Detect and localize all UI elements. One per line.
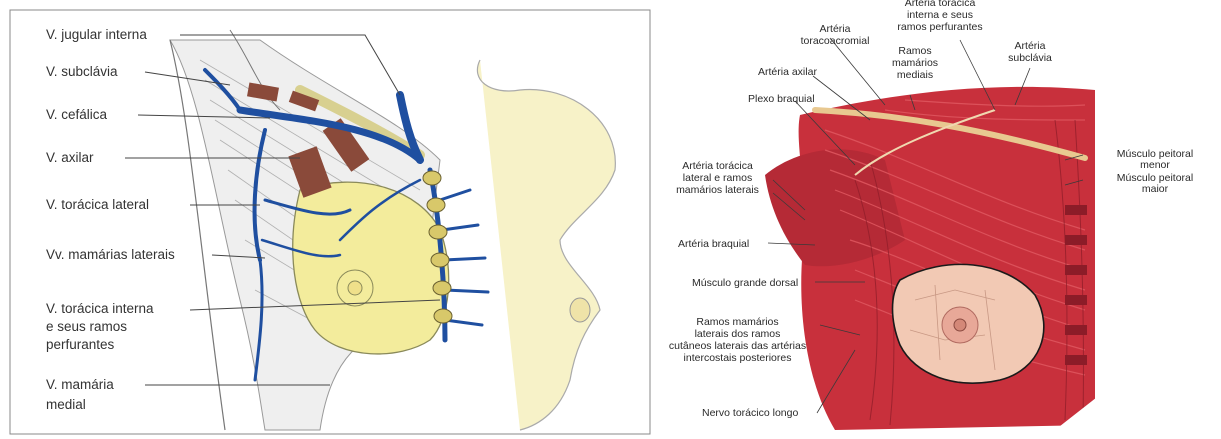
label-a-toracica-interna-1: Artéria torácica [880, 0, 1000, 9]
label-ramos-laterais-3: cutâneos laterais das artérias [655, 340, 820, 352]
label-mamarias-laterais: Vv. mamárias laterais [46, 246, 175, 264]
contralateral-nipple [570, 298, 590, 322]
label-ramos-laterais-1: Ramos mamários [655, 316, 820, 328]
label-ramos-laterais-2: laterais dos ramos [655, 328, 820, 340]
label-ramos-laterais-4: intercostais posteriores [655, 352, 820, 364]
label-cefalica: V. cefálica [46, 106, 107, 124]
nipple-right [954, 319, 966, 331]
label-a-toracica-lateral-1: Artéria torácica [655, 160, 780, 172]
label-grande-dorsal: Músculo grande dorsal [692, 277, 798, 289]
label-subclavia: V. subclávia [46, 63, 118, 81]
label-a-subclavia-1: Artéria [995, 40, 1065, 52]
label-axilar: V. axilar [46, 149, 94, 167]
label-nervo-toracico-longo: Nervo torácico longo [702, 407, 798, 419]
label-jugular-interna: V. jugular interna [46, 26, 147, 44]
label-toracica-interna-2: e seus ramos [46, 318, 127, 336]
label-toracoacromial-2: toracoacromial [785, 35, 885, 47]
label-peitoral-menor-2: menor [1095, 159, 1215, 171]
arm-region [765, 149, 905, 266]
label-a-braquial: Artéria braquial [678, 238, 749, 250]
right-figure-arterial-supply: Artéria torácica interna e seus ramos pe… [655, 0, 1221, 439]
label-plexo-braquial: Plexo braquial [748, 93, 815, 105]
label-toracica-interna-3: perfurantes [46, 336, 114, 354]
nipple [348, 281, 362, 295]
label-a-axilar: Artéria axilar [758, 66, 817, 78]
label-ramos-mamarios-2: mamários [880, 57, 950, 69]
label-toracica-interna-1: V. torácica interna [46, 300, 154, 318]
label-mamaria-medial-1: V. mamária [46, 376, 114, 394]
label-peitoral-maior-2: maior [1095, 183, 1215, 195]
label-ramos-mamarios-3: mediais [880, 69, 950, 81]
label-toracica-lateral: V. torácica lateral [46, 196, 149, 214]
label-toracoacromial-1: Artéria [785, 23, 885, 35]
left-figure-venous-drainage: V. jugular interna V. subclávia V. cefál… [0, 0, 655, 439]
label-mamaria-medial-2: medial [46, 396, 86, 414]
label-ramos-mamarios-1: Ramos [880, 45, 950, 57]
label-a-subclavia-2: subclávia [995, 52, 1065, 64]
label-a-toracica-interna-3: ramos perfurantes [880, 21, 1000, 33]
label-a-toracica-lateral-2: lateral e ramos [655, 172, 780, 184]
label-a-toracica-interna-2: interna e seus [880, 9, 1000, 21]
label-a-toracica-lateral-3: mamários laterais [655, 184, 780, 196]
